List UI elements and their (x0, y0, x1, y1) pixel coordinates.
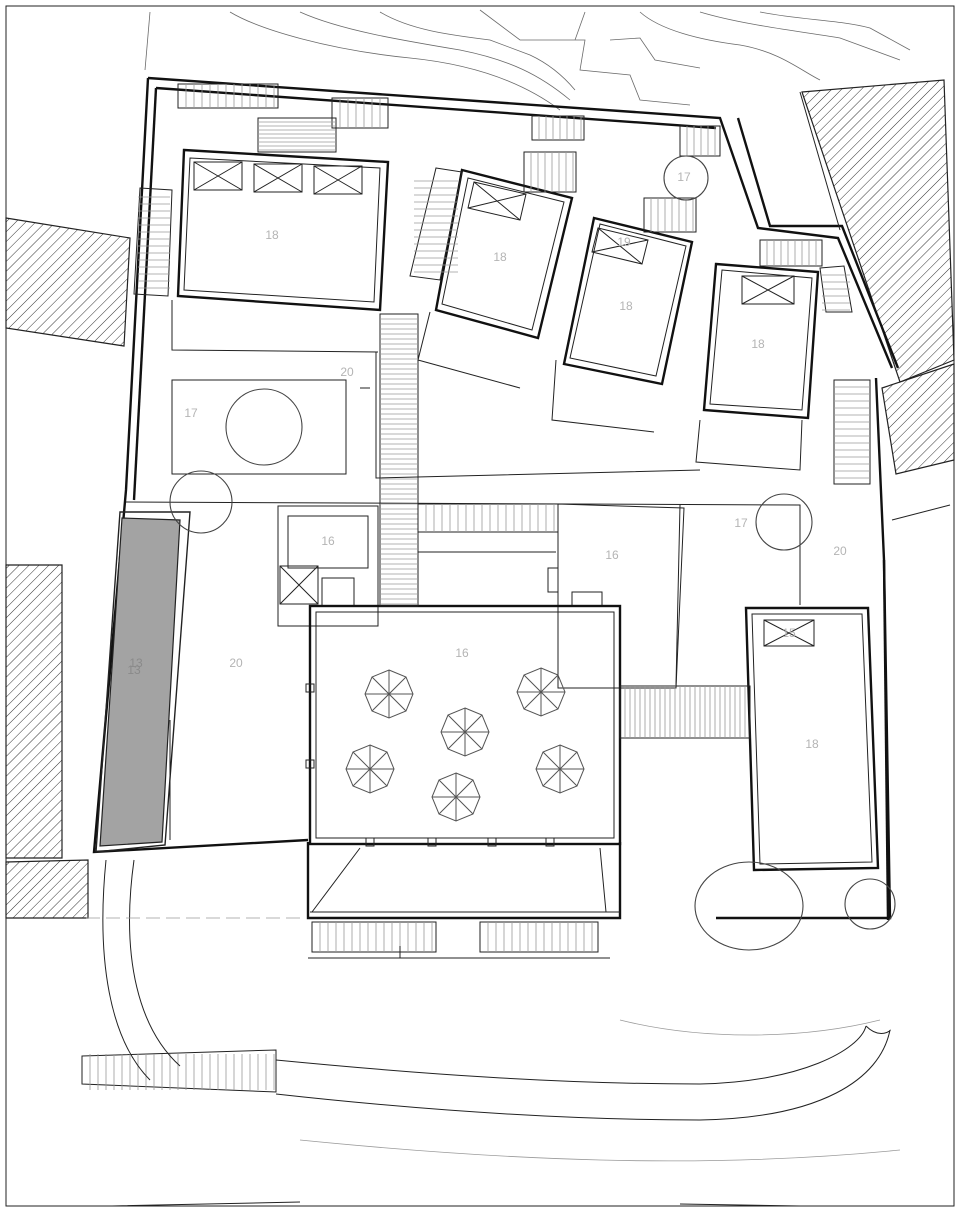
unit-a: 18 (176, 148, 390, 312)
unit-e: 15 18 (744, 606, 880, 872)
lower-stairs (81, 1049, 277, 1093)
umbrella (535, 744, 585, 794)
umbrella (516, 667, 566, 717)
terrace-top-label: 20 (340, 365, 354, 379)
access-path (86, 859, 901, 1207)
unit-b-label: 18 (493, 250, 507, 264)
pool-label-shadow: 13 (127, 663, 141, 677)
main-pavilion-label: 16 (455, 646, 469, 660)
pool-label: 13 (129, 656, 143, 670)
unit-c: 19 18 (562, 216, 694, 386)
tree-pool (169, 470, 233, 534)
terraces (125, 300, 803, 840)
tent-mid-label: 16 (605, 548, 619, 562)
umbrella (431, 772, 481, 822)
central-walkway (379, 313, 419, 607)
tent-left: 16 (277, 505, 379, 627)
contour-lines (144, 9, 911, 111)
zone-labels: 17 17 17 20 20 20 (184, 170, 847, 670)
umbrella (440, 707, 490, 757)
tree-top-label: 17 (677, 170, 691, 184)
umbrella (345, 744, 395, 794)
west-stairs (133, 167, 463, 297)
trees (169, 155, 896, 951)
upper-connector (417, 503, 559, 553)
unit-a-label: 18 (265, 228, 279, 242)
unit-d: 18 (702, 262, 820, 420)
terrace-left-label: 20 (229, 656, 243, 670)
site-walls (92, 76, 951, 921)
tree-right (755, 493, 813, 551)
unit-c-vent-label: 19 (617, 235, 631, 249)
tree-right-label: 17 (734, 516, 748, 530)
tree-entrance (694, 861, 804, 951)
entrance-stairs (308, 921, 610, 959)
tree-top (663, 155, 709, 201)
tree-corner (844, 878, 896, 930)
terrace-right-label: 20 (833, 544, 847, 558)
unit-d-label: 18 (751, 337, 765, 351)
tent-mid: 16 (547, 503, 685, 689)
tree-left (225, 388, 303, 466)
umbrella (364, 669, 414, 719)
vent-right-label: 15 (782, 626, 796, 640)
main-pavilion: 16 (305, 604, 622, 920)
east-stairs (759, 239, 871, 485)
stairs (81, 83, 871, 1093)
tent-left-label: 16 (321, 534, 335, 548)
east-bridge (619, 685, 751, 739)
unit-c-label: 18 (619, 299, 633, 313)
unit-e-label: 18 (805, 737, 819, 751)
unit-b: 18 (434, 168, 574, 340)
top-stairs (177, 83, 721, 233)
umbrellas (345, 667, 585, 822)
tree-left-label: 17 (184, 406, 198, 420)
pool: 13 13 (95, 511, 191, 853)
neighbour-buildings (5, 79, 955, 919)
